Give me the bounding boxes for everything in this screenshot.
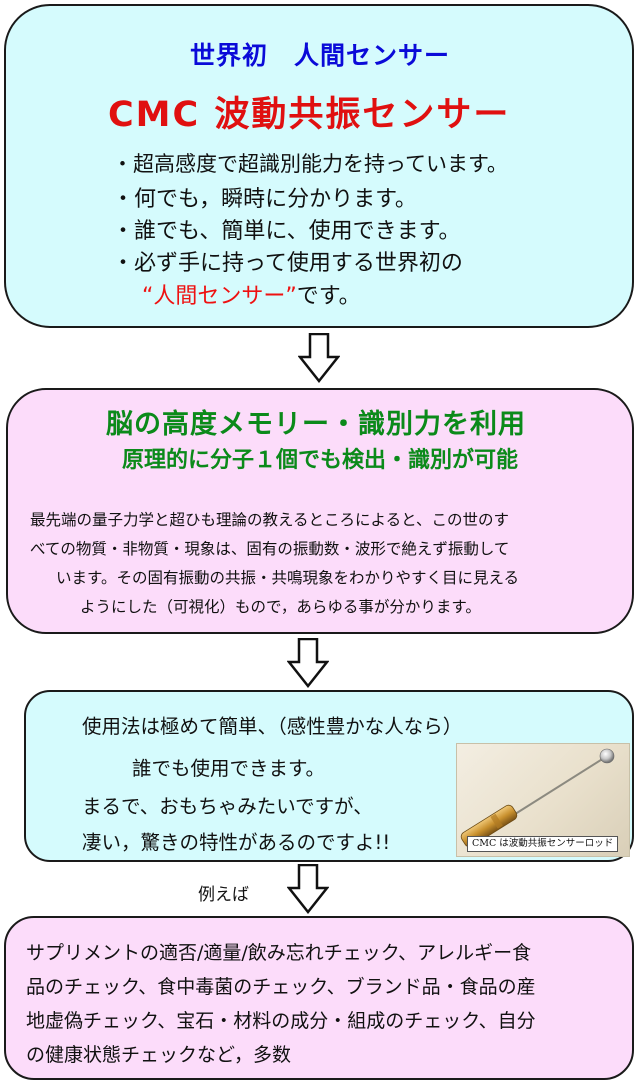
intro-box [4,4,634,328]
down-arrow-icon [287,864,329,914]
world-first-title: 世界初 人間センサー [189,41,450,70]
paragraph-line-3: います。その固有振動の共振・共鳴現象をわかりやすく目に見える [56,569,519,587]
down-arrow-icon [287,638,329,688]
paragraph-line-4: ようにした（可視化）もので，あらゆる事が分かります。 [80,598,481,616]
usage-line-2: 誰でも使用できます。 [132,757,326,780]
examples-box [4,916,634,1080]
example-label: 例えば [198,885,249,905]
principle-subtitle: 原理的に分子１個でも検出・識別が可能 [121,448,518,473]
principle-box [6,388,634,634]
bullet-4-cont: “人間センサー”です。 [142,278,361,310]
examples-line-1: サプリメントの適否/適量/飲み忘れチェック、アレルギー食 [26,942,532,964]
usage-line-1: 使用法は極めて簡単、（感性豊かな人なら） [82,715,463,738]
bullet-1: ・超高感度で超識別能力を持っています。 [112,152,508,176]
examples-line-3: 地虚偽チェック、宝石・材料の成分・組成のチェック、自分 [26,1010,536,1032]
cmc-headline: CMC 波動共振センサー [108,95,511,135]
examples-line-4: の健康状態チェックなど，多数 [26,1044,292,1066]
usage-line-3: まるで、おもちゃみたいですが、 [82,795,373,818]
bullet-2: ・何でも，瞬時に分かります。 [112,187,417,212]
usage-line-4: 凄い，驚きの特性があるのですよ!! [82,831,391,854]
human-sensor-quote: “人間センサー” [142,284,297,309]
quote-suffix: です。 [296,284,361,309]
brain-memory-title: 脳の高度メモリー・識別力を利用 [106,409,526,440]
down-arrow-icon [298,333,340,383]
paragraph-line-1: 最先端の量子力学と超ひも理論の教えるところによると、この世のす [30,511,509,529]
paragraph-line-2: べての物質・非物質・現象は、固有の振動数・波形で絶えず振動して [30,540,510,558]
photo-caption: CMC は波動共振センサーロッド [467,836,619,852]
bullet-4: ・必ず手に持って使用する世界初の [112,251,463,276]
examples-line-2: 品のチェック、食中毒菌のチェック、ブランド品・食品の産 [26,976,536,998]
sensor-rod-photo: CMC は波動共振センサーロッド [456,743,630,857]
bullet-3: ・誰でも、簡単に、使用できます。 [112,219,461,244]
